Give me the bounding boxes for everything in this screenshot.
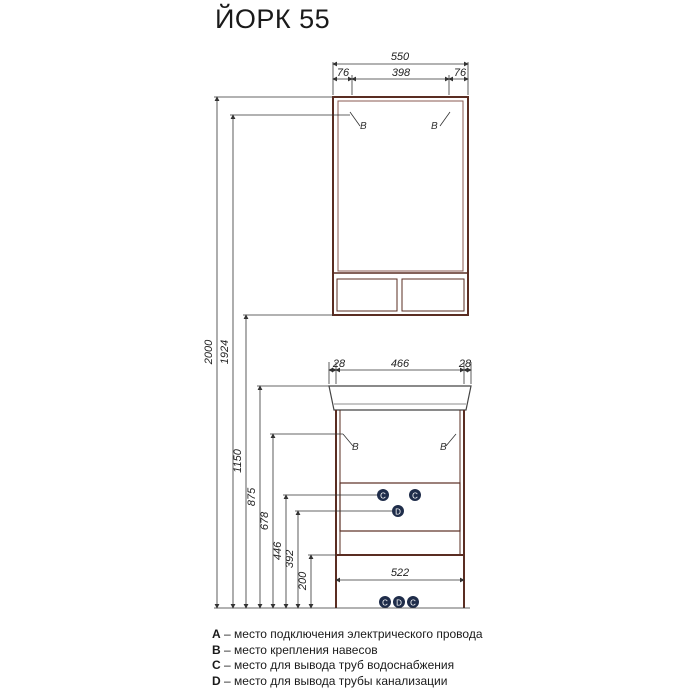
pipe-markers: C C D C D C <box>377 489 421 608</box>
height-dimensions <box>214 96 470 609</box>
marker-c-circle <box>409 489 421 501</box>
dim-height-678: 678 <box>259 511 271 530</box>
legend-letter: A <box>212 627 221 641</box>
dim-height-200: 200 <box>297 571 309 591</box>
legend-letter: C <box>212 658 221 672</box>
mirror-right-compartment <box>401 278 465 312</box>
marker-c-label: C <box>382 599 388 608</box>
legend-text: – место подключения электрического прово… <box>220 627 483 641</box>
marker-c-label: C <box>380 492 386 501</box>
vanity-drawer <box>339 482 461 532</box>
marker-b-vanity-right: B <box>440 442 447 453</box>
marker-d-circle <box>392 505 404 517</box>
marker-b-mirror-right: B <box>431 121 438 132</box>
dim-mirror-right: 76 <box>454 67 467 79</box>
legend-text: – место крепления навесов <box>220 642 378 657</box>
marker-d-circle <box>393 596 405 608</box>
legend-text: – место для вывода трубы канализации <box>220 673 448 688</box>
dim-vanity-left: 28 <box>332 358 346 370</box>
dim-mirror-center: 398 <box>392 67 411 79</box>
dim-mirror-left: 76 <box>337 67 350 79</box>
mirror-cabinet-outline <box>332 96 469 316</box>
marker-c-circle <box>379 596 391 608</box>
product-title: ЙОРК 55 <box>215 4 331 34</box>
mirror-dimensions <box>332 61 469 95</box>
legend-row-c: C – место для вывода труб водоснабжения <box>212 658 483 674</box>
marker-c-circle <box>407 596 419 608</box>
legend-letter: D <box>212 673 221 688</box>
marker-c-label: C <box>410 599 416 608</box>
mirror-left-compartment <box>336 278 398 312</box>
washbasin <box>328 385 472 411</box>
mirror-panel <box>337 100 464 272</box>
dim-vanity-right: 28 <box>458 358 472 370</box>
marker-d-label: D <box>395 508 401 517</box>
dim-height-1150: 1150 <box>232 448 244 473</box>
legend-letter: B <box>212 642 221 657</box>
vanity-cabinet <box>328 385 472 608</box>
dim-vanity-center: 466 <box>391 358 410 370</box>
dim-height-1924: 1924 <box>219 340 231 364</box>
marker-d-label: D <box>396 599 402 608</box>
legend: A – место подключения электрического про… <box>212 627 483 689</box>
marker-b-vanity-left: B <box>352 442 359 453</box>
vanity-dimensions <box>328 362 472 583</box>
legend-row-d: D – место для вывода трубы канализации <box>212 674 483 690</box>
dim-height-446: 446 <box>272 541 284 560</box>
dim-height-2000: 2000 <box>203 339 215 365</box>
legend-row-b: B – место крепления навесов <box>212 643 483 659</box>
legend-text: – место для вывода труб водоснабжения <box>220 658 455 672</box>
dim-vanity-bottom: 522 <box>391 567 409 579</box>
mirror-cabinet <box>332 96 469 316</box>
dim-height-875: 875 <box>246 487 258 506</box>
marker-b-mirror-left: B <box>360 121 367 132</box>
marker-c-circle <box>377 489 389 501</box>
marker-c-label: C <box>412 492 418 501</box>
dim-mirror-width: 550 <box>391 51 410 63</box>
legend-row-a: A – место подключения электрического про… <box>212 627 483 643</box>
dim-height-392: 392 <box>284 550 296 568</box>
